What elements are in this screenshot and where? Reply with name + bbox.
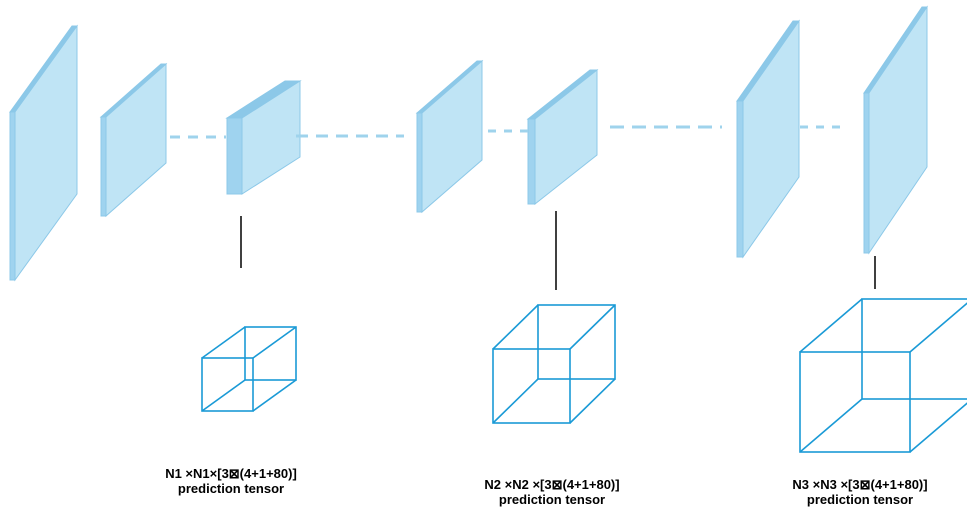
- layer-face: [742, 19, 800, 259]
- feature-map-layer-4: [415, 59, 484, 214]
- layer-face: [868, 5, 928, 255]
- cube-edge: [201, 326, 246, 359]
- feature-map-layer-3: [225, 80, 302, 195]
- cube-edge: [569, 378, 616, 424]
- layer-side: [527, 118, 536, 205]
- prediction-tensor-cube-2: [492, 304, 616, 424]
- cube-edge: [492, 304, 539, 350]
- layer-face: [534, 68, 598, 206]
- layer-face: [105, 62, 167, 218]
- cube-edge: [201, 379, 246, 412]
- tensor-shape-2: N2 ×N2 ×[3⊠(4+1+80)]: [484, 477, 620, 492]
- cube-edge: [909, 402, 967, 453]
- cube-back-face: [244, 326, 297, 381]
- layer-side: [416, 112, 423, 213]
- feature-map-layer-1: [9, 24, 78, 282]
- feature-map-layer-2: [99, 62, 168, 218]
- layer-side: [9, 111, 16, 281]
- cube-back-face: [537, 304, 616, 380]
- output-label-2: N2 ×N2 ×[3⊠(4+1+80)] prediction tensor: [437, 477, 667, 507]
- output-label-1: N1 ×N1×[3⊠(4+1+80)] prediction tensor: [116, 466, 346, 496]
- cube-back-face: [861, 298, 967, 400]
- output-stems: [240, 211, 876, 290]
- layer-face: [14, 24, 78, 282]
- feature-map-layers: [9, 5, 928, 282]
- layer-side: [736, 100, 744, 258]
- feature-map-layer-6: [736, 19, 800, 259]
- cube-front-face: [799, 351, 911, 453]
- tensor-caption-3: prediction tensor: [806, 492, 914, 507]
- cube-front-face: [492, 348, 571, 424]
- cube-edge: [252, 379, 297, 412]
- cube-edge: [909, 302, 967, 353]
- layer-side: [863, 92, 870, 254]
- feature-map-layer-7: [863, 5, 928, 255]
- tensor-shape-3: N3 ×N3 ×[3⊠(4+1+80)]: [792, 477, 928, 492]
- layer-side: [100, 116, 107, 217]
- tensor-caption-2: prediction tensor: [498, 492, 606, 507]
- cube-edge: [799, 298, 863, 353]
- output-label-3: N3 ×N3 ×[3⊠(4+1+80)] prediction tensor: [745, 477, 967, 507]
- layer-connectors: [170, 125, 845, 139]
- cube-edge: [799, 398, 863, 453]
- layer-face: [241, 80, 301, 195]
- cube-front-face: [201, 357, 254, 412]
- prediction-tensors: [201, 298, 967, 453]
- feature-map-layer-5: [526, 68, 599, 206]
- layer-side: [226, 117, 243, 195]
- cube-edge: [252, 326, 297, 359]
- tensor-caption-1: prediction tensor: [177, 481, 285, 496]
- cube-edge: [569, 304, 616, 350]
- tensor-shape-1: N1 ×N1×[3⊠(4+1+80)]: [165, 466, 297, 481]
- prediction-tensor-cube-3: [799, 298, 967, 453]
- prediction-tensor-cube-1: [201, 326, 297, 412]
- cube-edge: [492, 378, 539, 424]
- layer-face: [421, 59, 483, 214]
